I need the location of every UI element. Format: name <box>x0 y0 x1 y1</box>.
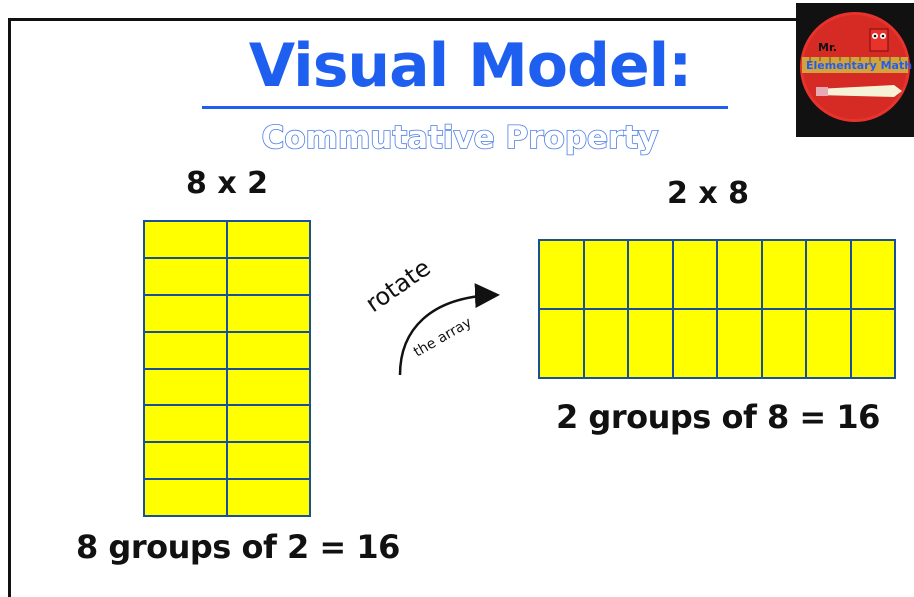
array-cell <box>628 309 673 378</box>
array-cell <box>144 294 227 332</box>
array-cell <box>227 257 310 295</box>
array-cell <box>144 405 227 443</box>
slide-subtitle: Commutative Property <box>261 119 659 157</box>
logo-line2: Elementary Math <box>806 59 912 72</box>
brand-logo: Mr. Elementary Math <box>796 3 914 137</box>
right-caption: 2 groups of 8 = 16 <box>556 398 880 436</box>
array-cell <box>144 442 227 480</box>
array-cell <box>227 442 310 480</box>
array-cell <box>227 221 310 258</box>
array-cell <box>144 331 227 369</box>
array-cell <box>850 309 895 378</box>
array-cell <box>583 309 628 378</box>
array-cell <box>227 331 310 369</box>
left-caption: 8 groups of 2 = 16 <box>76 528 400 566</box>
array-cell <box>628 240 673 309</box>
title-underline <box>202 106 728 109</box>
array-cell <box>717 240 762 309</box>
array-cell <box>850 240 895 309</box>
rotate-arrow-icon: rotate the array <box>360 253 500 376</box>
array-cell <box>539 309 584 378</box>
array-cell <box>227 479 310 516</box>
array-cell <box>672 240 717 309</box>
array-cell <box>806 240 851 309</box>
logo-line1: Mr. <box>818 41 837 54</box>
array-cell <box>761 240 806 309</box>
array-8-by-2 <box>143 220 311 517</box>
array-cell <box>144 257 227 295</box>
array-cell <box>144 479 227 516</box>
slide-title: Visual Model: <box>248 31 692 101</box>
array-cell <box>539 240 584 309</box>
array-cell <box>144 368 227 406</box>
left-equation: 8 x 2 <box>186 166 268 201</box>
logo-icon: Mr. Elementary Math <box>800 12 912 122</box>
array-cell <box>583 240 628 309</box>
rotate-annotation: rotate the array <box>345 235 510 390</box>
array-cell <box>227 405 310 443</box>
array-cell <box>806 309 851 378</box>
right-equation: 2 x 8 <box>667 176 749 211</box>
array-cell <box>227 294 310 332</box>
array-cell <box>144 221 227 258</box>
array-2-by-8 <box>538 239 896 379</box>
array-cell <box>761 309 806 378</box>
array-cell <box>672 309 717 378</box>
array-cell <box>227 368 310 406</box>
array-cell <box>717 309 762 378</box>
rotate-text: rotate <box>360 253 435 317</box>
